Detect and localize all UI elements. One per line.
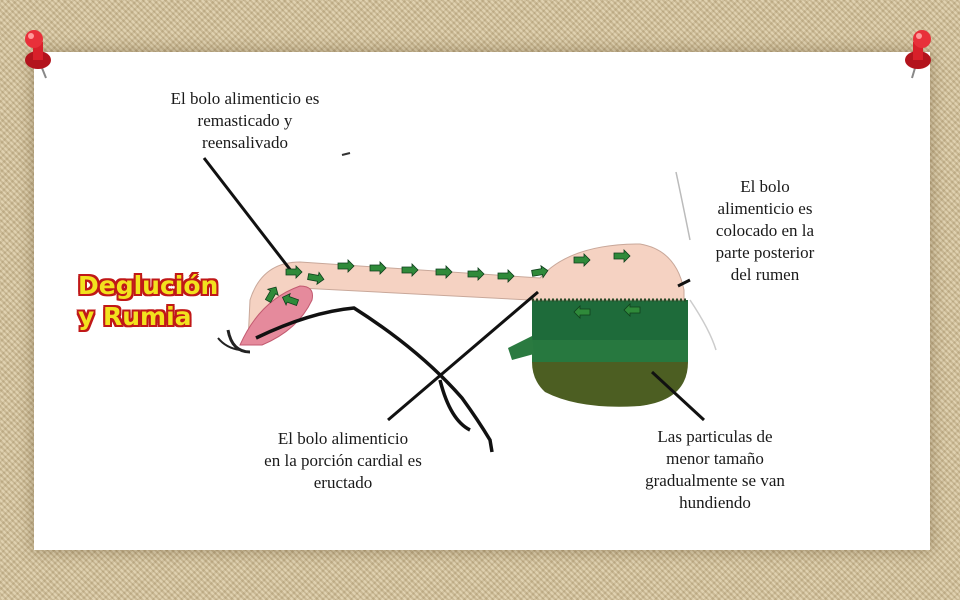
arrow-icon: [435, 265, 453, 279]
push-pin-icon: [25, 30, 51, 79]
rumen: [508, 300, 688, 407]
label-line: Las particulas de: [657, 427, 773, 446]
label-line: en la porción cardial es: [264, 451, 422, 470]
label-line: reensalivado: [202, 133, 288, 152]
label-line: eructado: [313, 473, 373, 492]
label-line: El bolo alimenticio: [277, 429, 409, 448]
label-line: menor tamaño: [666, 449, 764, 468]
label-line: El bolo alimenticio es: [170, 89, 320, 108]
arrow-icon: [401, 263, 419, 277]
label-line: remasticado y: [197, 111, 293, 130]
page-title: Deglución y Rumia: [78, 270, 218, 332]
label-line: alimenticio es: [717, 199, 813, 218]
label-line: del rumen: [730, 265, 800, 284]
label-line: El bolo: [740, 177, 790, 196]
label-eructado: El bolo alimenticio en la porción cardia…: [228, 428, 458, 494]
arrow-icon: [264, 286, 279, 303]
arrow-icon: [337, 259, 355, 273]
white-card: [34, 52, 930, 550]
label-particulas: Las particulas de menor tamaño gradualme…: [600, 426, 830, 514]
title-line: Deglución: [78, 271, 219, 300]
arrow-icon: [281, 292, 300, 307]
flow-arrows: [264, 249, 641, 319]
arrow-icon: [307, 271, 325, 286]
title-line: y Rumia: [78, 302, 192, 331]
arrow-icon: [623, 303, 641, 317]
label-line: hundiendo: [679, 493, 751, 512]
arrow-icon: [573, 253, 591, 267]
arrow-icon: [497, 269, 515, 283]
label-line: parte posterior: [715, 243, 815, 262]
arrow-icon: [467, 267, 485, 281]
label-remasticado: El bolo alimenticio es remasticado y ree…: [130, 88, 360, 154]
arrow-icon: [531, 264, 549, 279]
label-line: colocado en la: [715, 221, 815, 240]
push-pin-icon: [905, 30, 931, 79]
arrow-icon: [369, 261, 387, 275]
arrow-icon: [613, 249, 631, 263]
arrow-icon: [573, 305, 591, 319]
label-line: gradualmente se van: [645, 471, 785, 490]
label-rumen-posterior: El bolo alimenticio es colocado en la pa…: [690, 176, 840, 286]
arrow-icon: [285, 265, 303, 279]
